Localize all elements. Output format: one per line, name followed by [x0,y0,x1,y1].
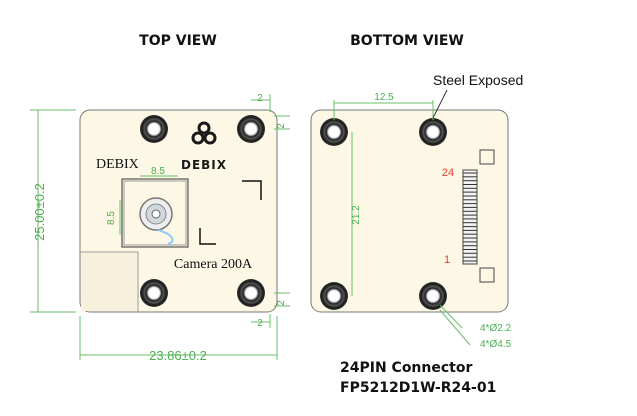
hole-center [428,127,438,137]
top-board-step-area [81,253,137,311]
hole-top-offset-y: 2 [276,123,287,129]
lens-height-dim: 8.5 [106,211,117,225]
bottom-top-dim: 12.5 [374,92,394,103]
top-board-dimensions: 23.86±0.2 25.00±0.2 2 2 2 2 [30,93,290,363]
hole-center [329,127,339,137]
top-board-step-outline [80,251,139,312]
hole-center [149,124,159,134]
steel-exposed-label: Steel Exposed [433,72,523,88]
lens-center [151,209,161,219]
hole-inner-callout: 4*Ø2.2 [480,323,512,334]
hole-center [329,291,339,301]
board-height-dim: 25.00±0.2 [32,183,47,241]
connector-body [462,169,478,265]
brand-text: DEBIX [96,157,139,172]
board-width-dim: 23.86±0.2 [149,348,207,363]
bottom-board-dimensions: 12.5 21.2 4*Ø2.2 4*Ø4.5 [333,92,512,350]
lens-width-dim: 8.5 [151,166,165,177]
corner-mark-top-right [242,180,262,200]
hole-bottom-offset-y: 2 [276,300,287,306]
hole-center [428,291,438,301]
pin-label-last: 1 [444,254,450,266]
bottom-view-title: BOTTOM VIEW [350,33,464,49]
fpc-connector [462,149,495,283]
pin-label-first: 24 [442,167,454,179]
steel-leader-line [432,89,448,119]
connector-tab-bottom [479,267,495,283]
top-view-title: TOP VIEW [139,33,217,49]
connector-label-line1: 24PIN Connector [340,360,472,376]
model-text: Camera 200A [174,257,253,272]
bottom-board-outline [310,109,509,313]
hole-center [149,288,159,298]
connector-label-line2: FP5212D1W-R24-01 [340,380,496,396]
lens-module-inner [123,180,187,246]
lens-flex-cable [157,229,174,245]
corner-mark-bottom-left [199,228,216,245]
bottom-board: 24 1 [310,109,509,313]
hole-outer-callout: 4*Ø4.5 [480,339,512,350]
hole-center [246,124,256,134]
logo-wordmark: DEBIX [181,158,227,172]
hole-bottom-offset-x: 2 [257,318,263,329]
debix-logo-icon [191,121,217,145]
hole-center [246,288,256,298]
connector-tab-top [479,149,495,165]
hole-top-offset-x: 2 [257,93,263,104]
bottom-left-dim: 21.2 [351,205,362,225]
connector-pins [463,172,477,262]
top-board: DEBIX DEBIX 8.5 8.5 Camera 200A [79,109,278,313]
